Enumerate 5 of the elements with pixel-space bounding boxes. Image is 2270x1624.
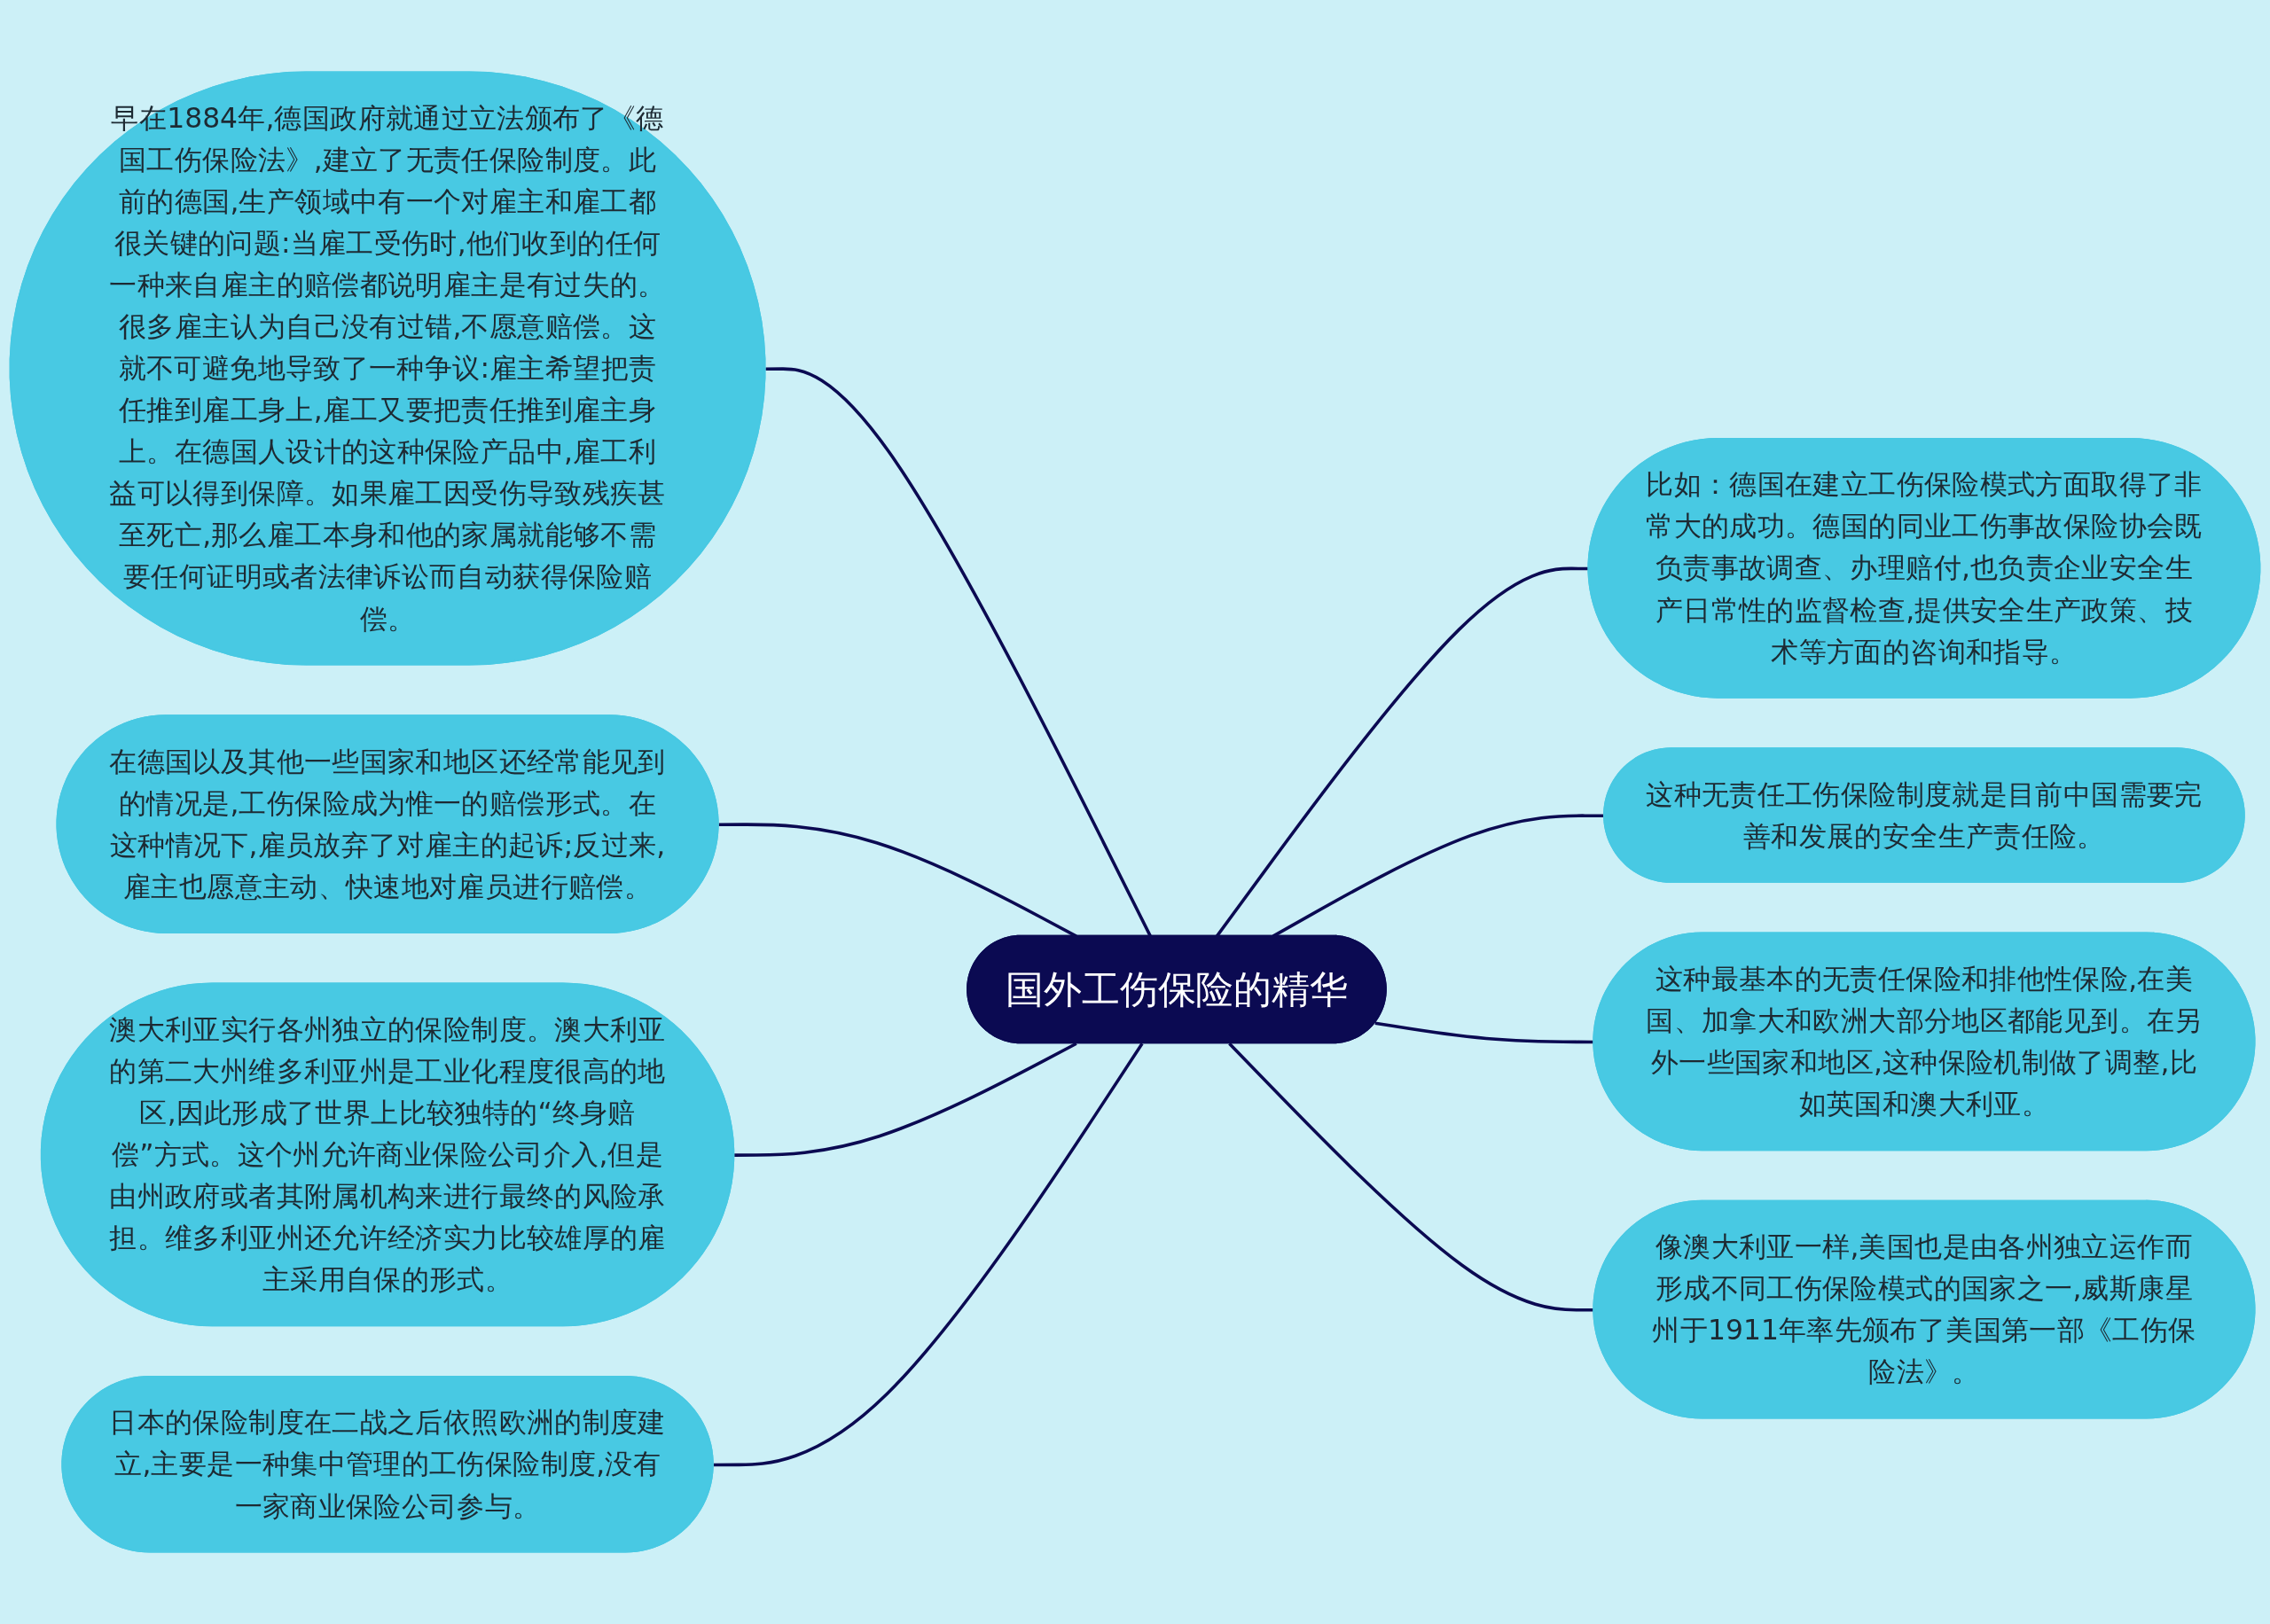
connector <box>1228 1042 1594 1312</box>
connector <box>713 1042 1144 1467</box>
connector <box>1374 1021 1594 1044</box>
connector <box>734 1042 1077 1157</box>
connector <box>765 367 1152 937</box>
